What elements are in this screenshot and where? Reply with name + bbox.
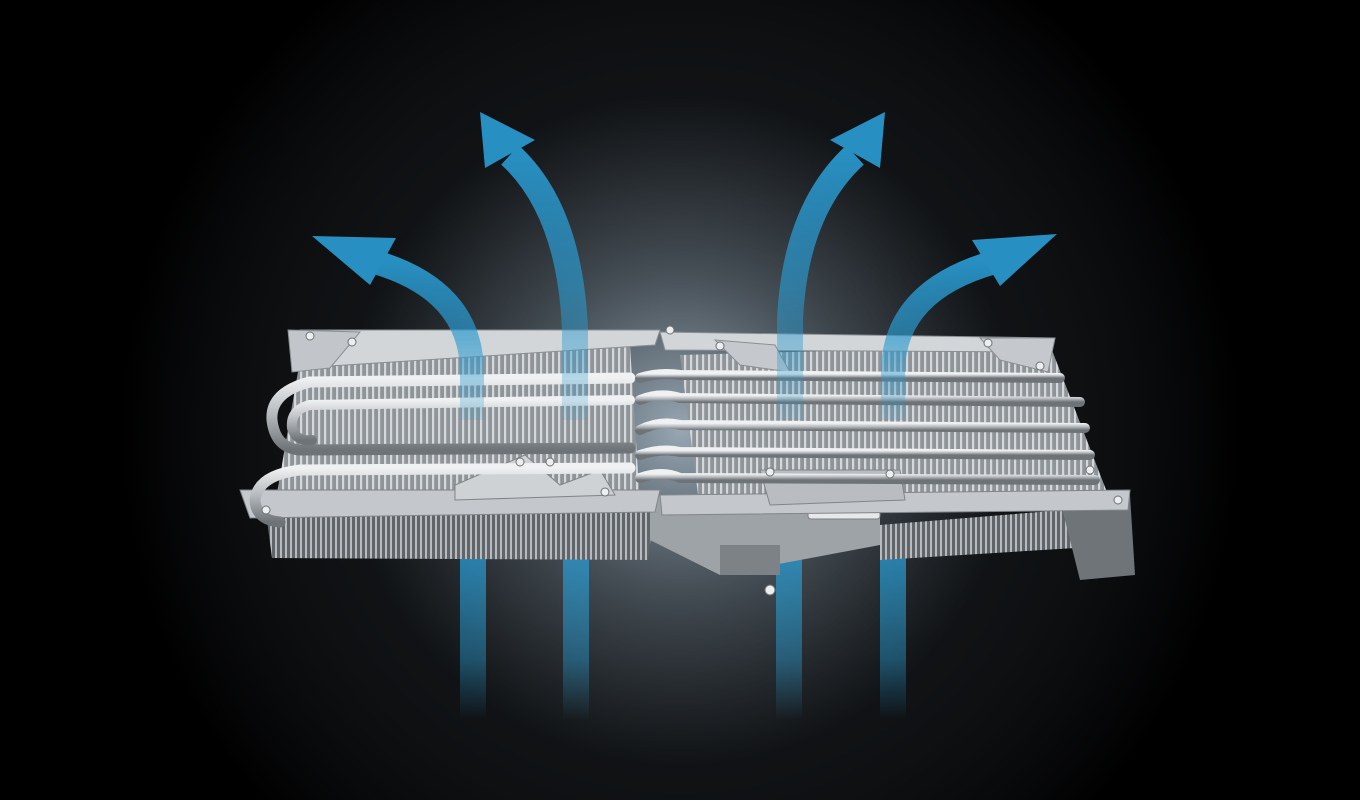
right-corner-bracket <box>978 337 1056 373</box>
base-block <box>720 545 780 575</box>
intake-airflow <box>460 545 906 720</box>
airflow-arrow-3 <box>777 112 885 420</box>
right-end-bracket <box>1060 495 1135 580</box>
left-corner-bracket <box>287 329 362 373</box>
right-lower-fins <box>880 505 1125 560</box>
airflow-arrow-2 <box>480 112 588 420</box>
mounting-screws <box>261 325 1123 596</box>
left-lower-fins <box>265 505 655 560</box>
airflow-arrow-4 <box>881 234 1057 420</box>
exhaust-airflow <box>312 112 1057 420</box>
airflow-arrow-1 <box>312 236 484 420</box>
heatpipes <box>249 369 1100 528</box>
